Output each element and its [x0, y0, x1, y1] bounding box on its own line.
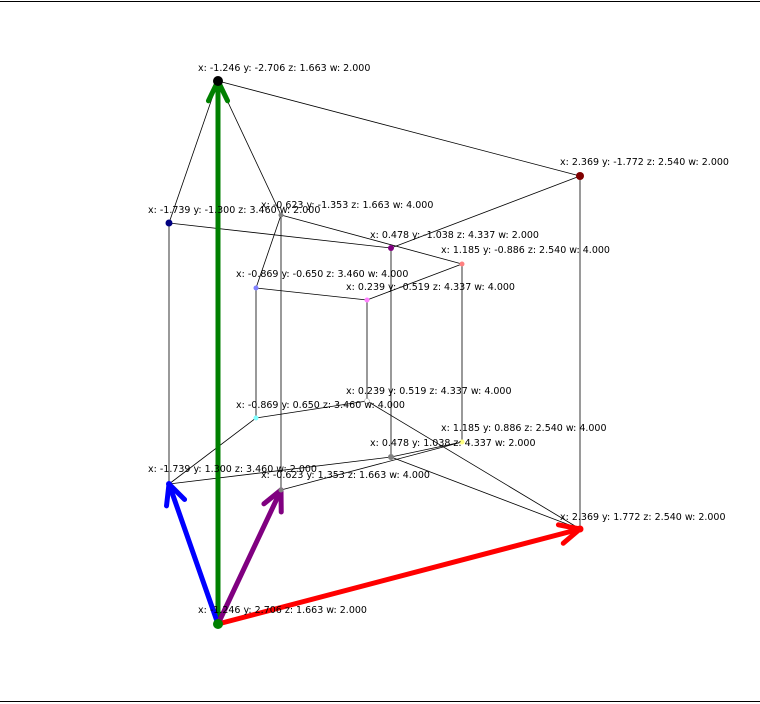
edge-v3-v6 — [255, 214, 282, 289]
vertex-v11 — [388, 454, 394, 460]
vertex-label-v6: x: -0.869 y: -0.650 z: 3.460 w: 4.000 — [236, 269, 408, 280]
labels-layer: x: -1.246 y: -2.706 z: 1.663 w: 2.000 x: … — [148, 63, 729, 616]
bottom-border-line — [0, 701, 760, 702]
vertex-label-v9: x: -0.869 y: 0.650 z: 3.460 w: 4.000 — [236, 400, 405, 411]
vertex-label-v12: x: -1.739 y: 1.300 z: 3.460 w: 2.000 — [148, 464, 317, 475]
vertices-layer — [165, 76, 584, 629]
arrows-layer — [164, 78, 583, 627]
vertex-v14 — [576, 525, 584, 533]
edge-v0-v2 — [168, 80, 219, 224]
vertex-v1 — [576, 172, 584, 180]
vertex-label-v13: x: -0.623 y: 1.353 z: 1.663 w: 4.000 — [261, 470, 430, 481]
blue-axis-arrow — [164, 481, 221, 627]
edge-v1-v4 — [390, 175, 581, 249]
vertex-label-v10: x: 1.185 y: 0.886 z: 2.540 w: 4.000 — [441, 423, 607, 434]
edge-v9-v12 — [168, 417, 257, 485]
vertex-v0 — [213, 76, 223, 86]
edge-v0-v1 — [217, 80, 581, 177]
edge-v6-v7 — [255, 287, 368, 301]
vertex-v2 — [165, 219, 173, 227]
vertex-v5 — [459, 261, 465, 267]
vertex-v4 — [388, 245, 394, 251]
vertex-v12 — [166, 481, 172, 487]
red-axis-arrow — [215, 522, 583, 627]
edge-v8-v14 — [366, 400, 581, 530]
vertex-label-v5: x: 1.185 y: -0.886 z: 2.540 w: 4.000 — [441, 245, 610, 256]
vertex-label-v0: x: -1.246 y: -2.706 z: 1.663 w: 2.000 — [198, 63, 370, 74]
vertex-v6 — [253, 285, 259, 291]
purple-axis-arrow — [215, 487, 284, 627]
edge-v2-v4 — [168, 222, 392, 249]
vertex-v3 — [278, 212, 284, 218]
vertex-v10 — [459, 439, 465, 445]
edge-v10-v11 — [390, 441, 463, 458]
edge-v10-v13 — [280, 441, 463, 491]
vertex-v8 — [364, 398, 370, 404]
vertex-label-v1: x: 2.369 y: -1.772 z: 2.540 w: 2.000 — [560, 157, 729, 168]
vertex-label-v14: x: 2.369 y: 1.772 z: 2.540 w: 2.000 — [560, 512, 726, 523]
green-axis-arrow — [205, 78, 231, 627]
vertex-label-v4: x: 0.478 y: -1.038 z: 4.337 w: 2.000 — [370, 230, 539, 241]
vertex-label-v7: x: 0.239 y: -0.519 z: 4.337 w: 4.000 — [346, 282, 515, 293]
edge-v5-v7 — [366, 263, 463, 301]
edge-v8-v9 — [255, 400, 368, 419]
top-border-line — [0, 1, 760, 2]
edge-v11-v12 — [168, 456, 392, 485]
edge-v3-v5 — [280, 214, 463, 265]
vertex-label-v15: x: -1.246 y: 2.706 z: 1.663 w: 2.000 — [198, 605, 367, 616]
vertex-label-v3: x: -0.623 y: -1.353 z: 1.663 w: 4.000 — [261, 200, 433, 211]
vertex-v7 — [364, 297, 370, 303]
vertex-label-v8: x: 0.239 y: 0.519 z: 4.337 w: 4.000 — [346, 386, 512, 397]
edge-v11-v14 — [390, 456, 581, 530]
edges-layer — [168, 80, 581, 625]
edge-v0-v3 — [217, 80, 282, 216]
vertex-v9 — [253, 415, 259, 421]
vertex-v13 — [278, 487, 284, 493]
vertex-label-v11: x: 0.478 y: 1.038 z: 4.337 w: 2.000 — [370, 438, 536, 449]
vertex-label-v2: x: -1.739 y: -1.300 z: 3.460 w: 2.000 — [148, 205, 320, 216]
vertex-v15 — [213, 619, 223, 629]
